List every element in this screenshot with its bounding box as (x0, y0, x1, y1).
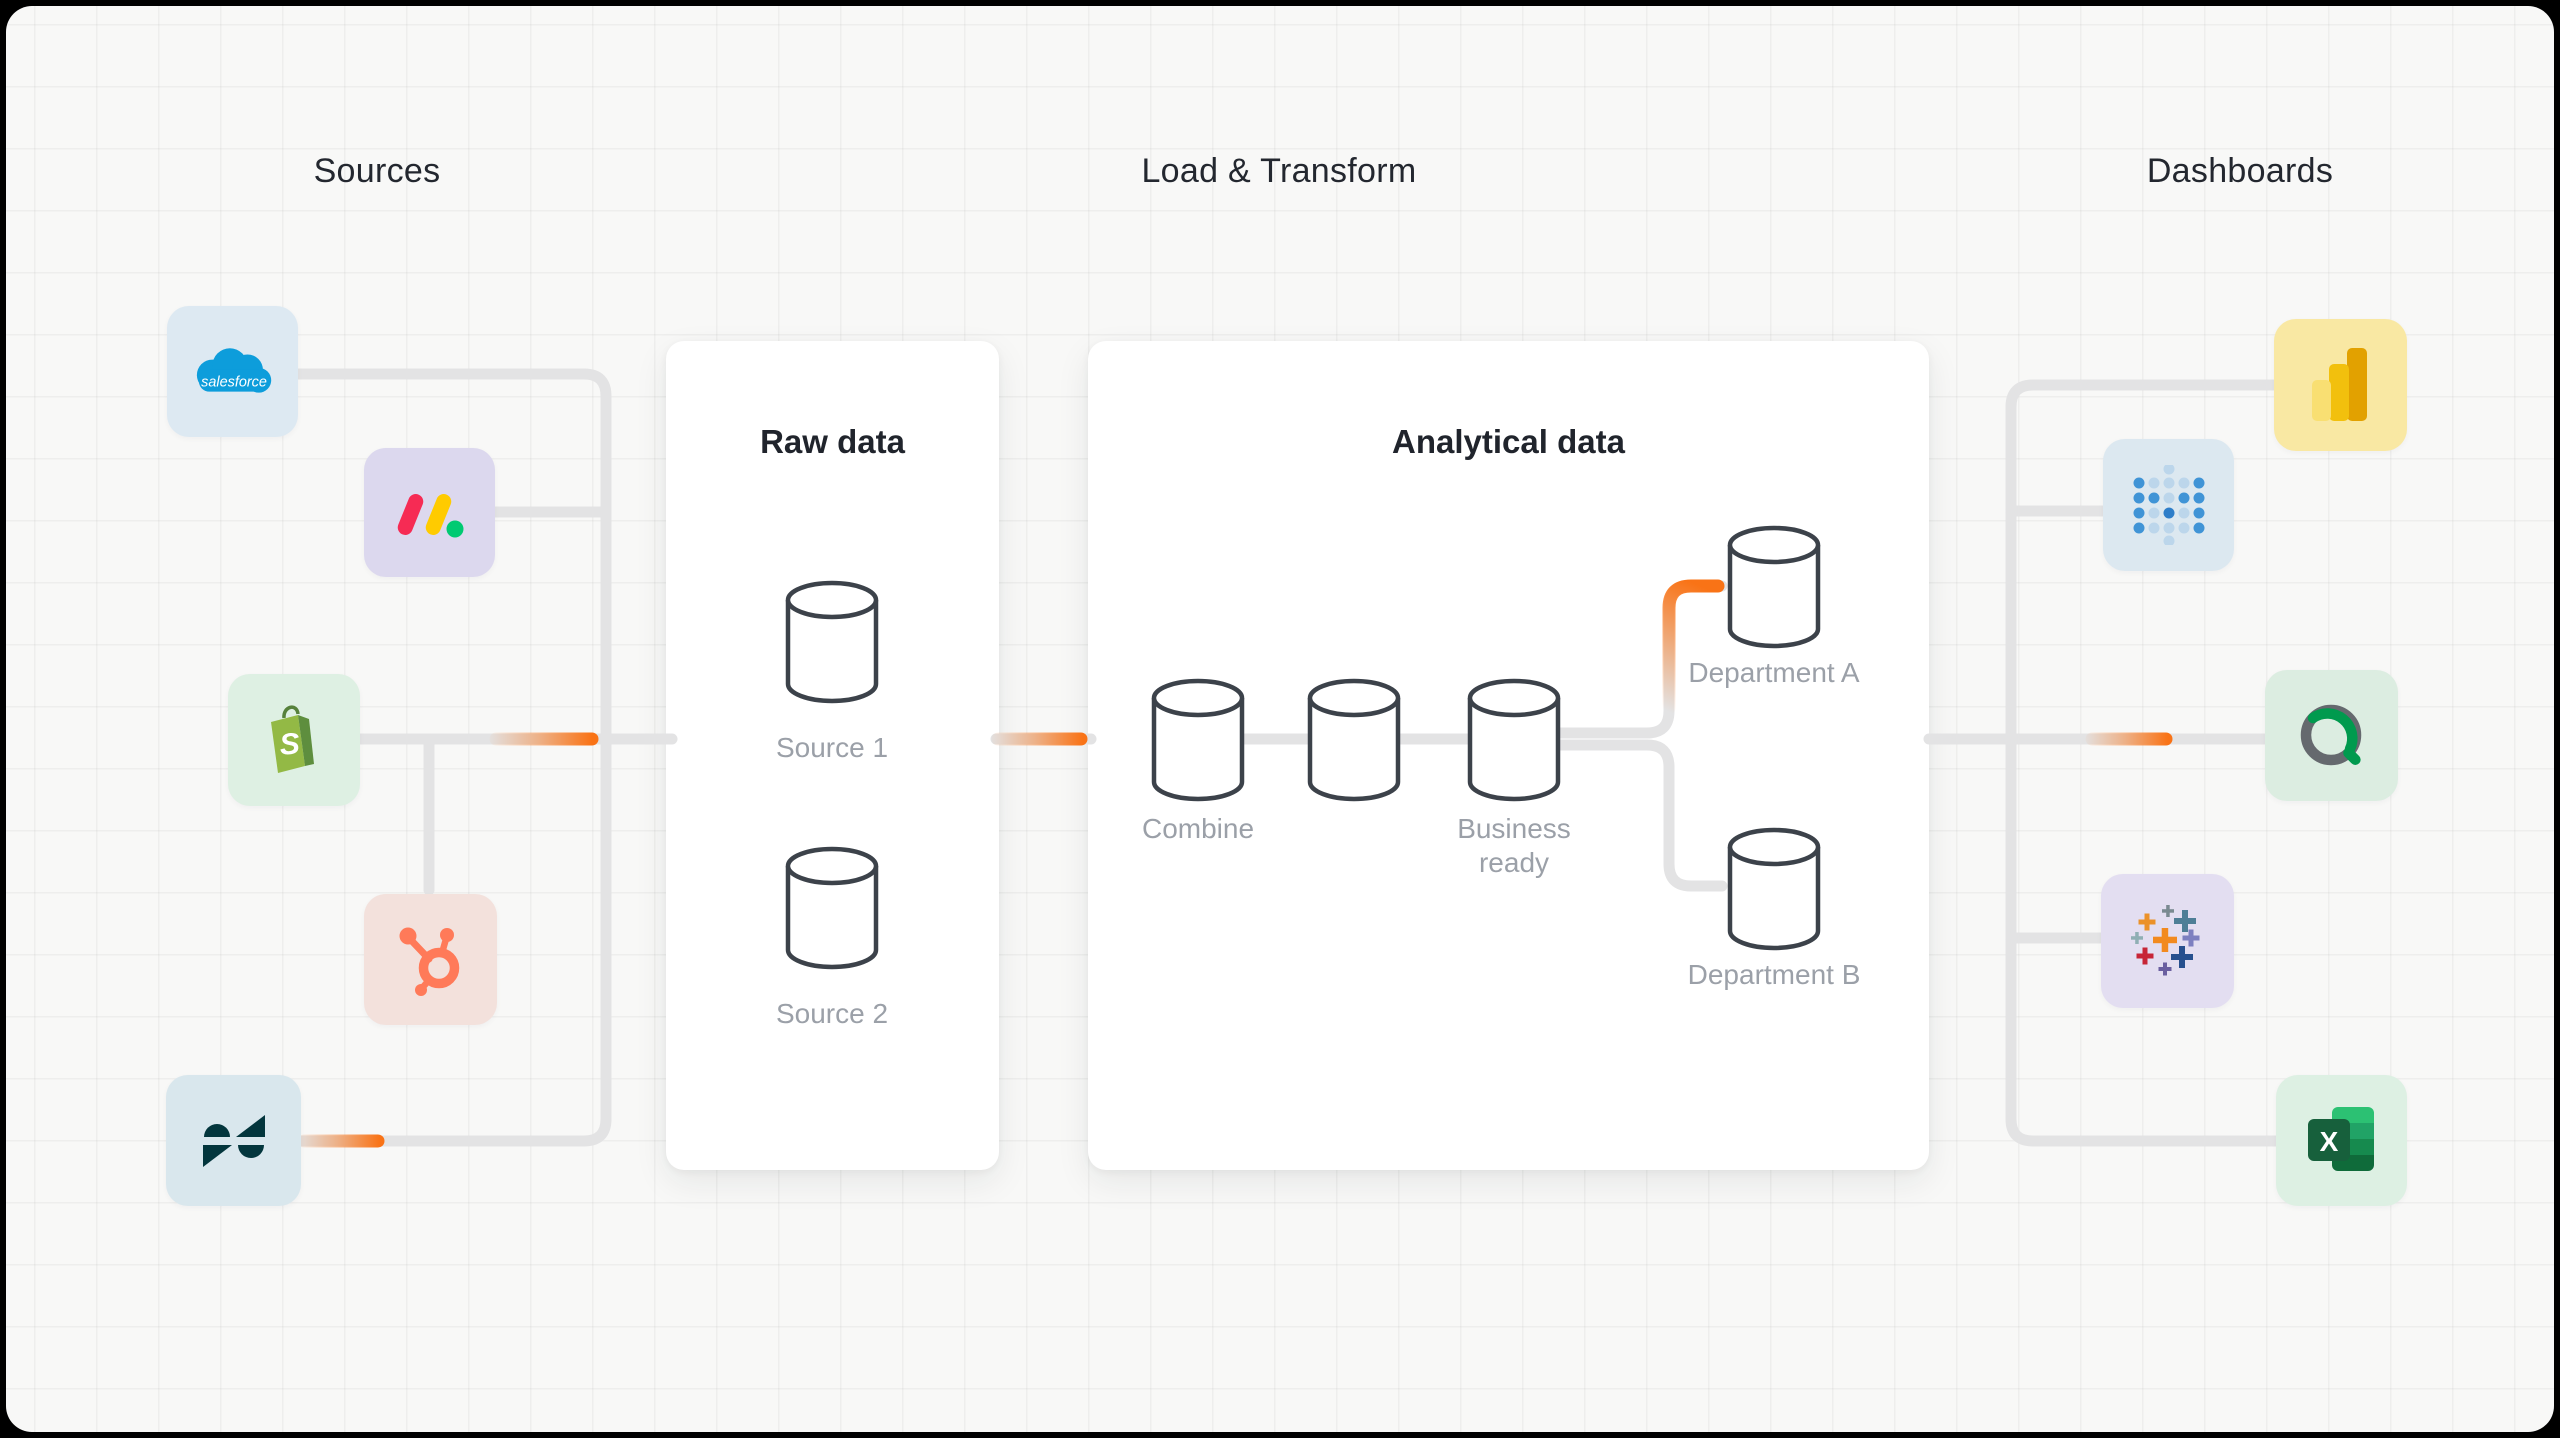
monday-logo-icon (397, 493, 463, 537)
column-label-dashboards: Dashboards (2146, 152, 2334, 190)
tile-monday (364, 448, 495, 577)
shopify-letter: S (278, 727, 301, 762)
label-business-ready: Business ready (1457, 813, 1571, 878)
analytical-data-panel-title: Analytical data (1392, 423, 1625, 460)
raw-data-panel-title: Raw data (760, 423, 905, 460)
qlik-q-icon (2300, 704, 2361, 765)
shopify-bag-icon: S (271, 705, 314, 773)
tile-qlik (2265, 670, 2398, 801)
tile-metabase (2103, 439, 2234, 571)
cylinder-source-1 (784, 579, 880, 705)
raw-data-panel: Raw data (666, 341, 999, 1170)
metabase-dots-icon (2133, 465, 2204, 545)
label-source-1: Source 1 (775, 732, 889, 763)
salesforce-wordmark: salesforce (201, 374, 267, 390)
salesforce-cloud-icon: salesforce (196, 347, 271, 393)
tile-zendesk (166, 1075, 301, 1206)
tile-tableau (2101, 874, 2234, 1008)
cylinder-business-ready (1466, 677, 1562, 803)
cylinder-intermediate (1306, 677, 1402, 803)
cylinder-combine (1150, 677, 1246, 803)
cylinder-source-2 (784, 845, 880, 971)
label-department-b: Department B (1687, 959, 1861, 990)
tile-hubspot (364, 894, 497, 1025)
power-bi-bars-icon (2311, 348, 2367, 421)
diagram-canvas: Sources Load & Transform Dashboards Raw … (6, 6, 2554, 1432)
column-label-load-transform: Load & Transform (1141, 152, 1417, 190)
tableau-marks-icon (2130, 905, 2199, 976)
zendesk-logo-icon (202, 1114, 265, 1167)
excel-letter: X (2319, 1126, 2338, 1157)
cylinder-department-a (1726, 524, 1822, 650)
label-combine: Combine (1141, 813, 1255, 844)
column-label-sources: Sources (313, 152, 441, 190)
excel-icon: X (2307, 1106, 2374, 1171)
tile-excel: X (2276, 1075, 2407, 1206)
label-department-a: Department A (1688, 657, 1860, 688)
label-source-2: Source 2 (775, 998, 889, 1029)
cylinder-department-b (1726, 826, 1822, 952)
tile-power-bi (2274, 319, 2407, 451)
tile-salesforce: salesforce (167, 306, 298, 437)
hubspot-sprocket-icon (399, 927, 459, 996)
tile-shopify: S (228, 674, 360, 806)
